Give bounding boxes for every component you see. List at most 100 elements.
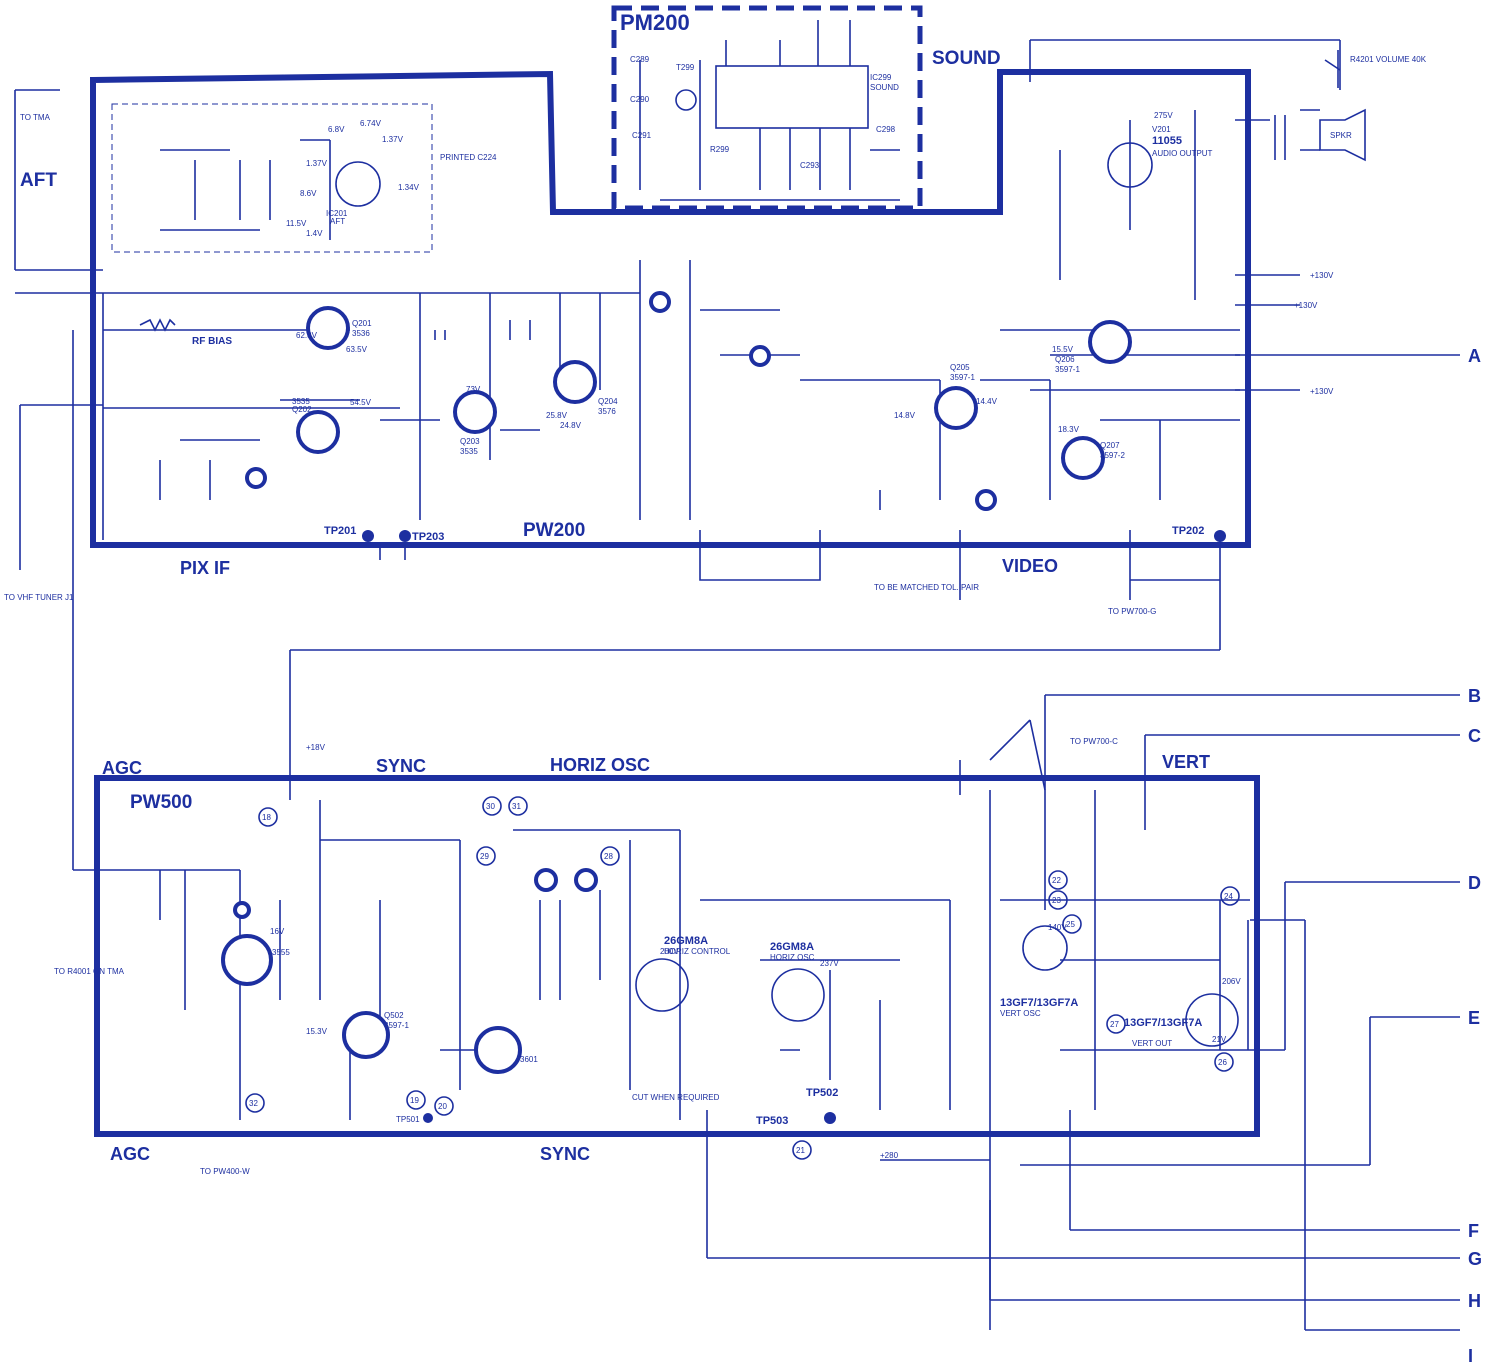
svg-text:22: 22 [1052, 876, 1061, 885]
svg-text:27: 27 [1110, 1020, 1119, 1029]
svg-text:3536: 3536 [352, 329, 370, 338]
svg-text:14.4V: 14.4V [976, 397, 998, 406]
v201-label: V201 [1152, 125, 1171, 134]
svg-text:15.3V: 15.3V [306, 1027, 328, 1036]
diode-cr501a [534, 868, 558, 892]
diode-cr201 [649, 291, 671, 313]
svg-text:26: 26 [1218, 1058, 1227, 1067]
svg-text:C291: C291 [632, 131, 652, 140]
pw500-wiring [110, 719, 1250, 1330]
section-label-horiz-osc: HORIZ OSC [550, 755, 650, 775]
svg-text:Q201: Q201 [352, 319, 372, 328]
edge-label-i: I [1468, 1346, 1473, 1366]
edge-label-h: H [1468, 1291, 1481, 1311]
svg-text:25: 25 [1066, 920, 1075, 929]
svg-text:3535: 3535 [460, 447, 478, 456]
transistor-q203: Q203 3535 [453, 390, 497, 456]
svg-text:32: 32 [249, 1099, 258, 1108]
note-printed: PRINTED C224 [440, 153, 497, 162]
note-to-be-matched: TO BE MATCHED TOL. PAIR [874, 583, 979, 592]
callout-28: 28 [600, 846, 620, 866]
callout-24: 24 [1220, 886, 1240, 906]
note-to-tma: TO TMA [20, 113, 51, 122]
v501a-type: 26GM8A [770, 941, 814, 953]
callout-32: 32 [245, 1093, 265, 1113]
svg-text:29: 29 [480, 852, 489, 861]
note-18v: +18V [306, 743, 326, 752]
section-label-vert: VERT [1162, 752, 1210, 772]
note-130v-b: +130V [1294, 301, 1318, 310]
voltage-labels: 6.74V 1.37V 6.8V 1.34V 11.5V 8.6V 1.37V … [270, 111, 1241, 1044]
transistor-q205: Q205 3597-1 [934, 363, 978, 430]
tp202-dot [1214, 530, 1226, 542]
svg-text:3601: 3601 [520, 1055, 538, 1064]
tp502-dot [824, 1112, 836, 1124]
v201-func: AUDIO OUTPUT [1152, 149, 1213, 158]
section-label-sound: SOUND [932, 48, 1001, 69]
v502a-type: 13GF7/13GF7A [1124, 1017, 1202, 1029]
diode-cr501b [574, 868, 598, 892]
svg-text:18.3V: 18.3V [1058, 425, 1080, 434]
note-rf-bias: RF BIAS [192, 336, 232, 347]
svg-text:1.37V: 1.37V [306, 159, 328, 168]
svg-text:6.8V: 6.8V [328, 125, 345, 134]
note-to-pw700g: TO PW700-G [1108, 607, 1156, 616]
svg-text:8.6V: 8.6V [300, 189, 317, 198]
svg-text:1.4V: 1.4V [306, 229, 323, 238]
svg-text:3535: 3535 [292, 397, 310, 406]
tp202-label: TP202 [1172, 525, 1204, 537]
svg-text:T299: T299 [676, 63, 695, 72]
svg-text:SOUND: SOUND [870, 83, 899, 92]
transistor-q204: Q204 3576 [553, 360, 618, 416]
callout-20: 20 [434, 1096, 454, 1116]
pm200-contents: C289 C290 C291 T299 IC299 SOUND C298 R29… [630, 20, 900, 201]
section-label-pix-if: PIX IF [180, 558, 230, 578]
v501a-func: HORIZ OSC [770, 953, 815, 962]
svg-text:19: 19 [410, 1096, 419, 1105]
transistor-q503: 3601 [474, 1026, 538, 1074]
svg-text:30: 30 [486, 802, 495, 811]
svg-text:C289: C289 [630, 55, 650, 64]
note-speaker: SPKR [1330, 131, 1352, 140]
svg-text:200V: 200V [660, 947, 679, 956]
pw200-wiring [14, 39, 1366, 871]
transistor-q501: 3555 [221, 934, 290, 986]
svg-text:3597-1: 3597-1 [384, 1021, 409, 1030]
edge-label-c: C [1468, 726, 1481, 746]
callout-21: 21 [792, 1140, 812, 1160]
pm200-board-outline [611, 5, 923, 211]
pw500-board-outline [94, 775, 1260, 1137]
callout-19: 19 [406, 1090, 426, 1110]
svg-text:3597-2: 3597-2 [1100, 451, 1125, 460]
edge-label-g: G [1468, 1249, 1482, 1269]
svg-text:C290: C290 [630, 95, 650, 104]
callout-30: 30 [482, 796, 502, 816]
svg-text:1.37V: 1.37V [382, 135, 404, 144]
svg-text:Q207: Q207 [1100, 441, 1120, 450]
svg-text:62.8V: 62.8V [296, 331, 318, 340]
diode-cr203 [975, 489, 997, 511]
svg-text:Q202: Q202 [292, 405, 312, 414]
svg-text:73V: 73V [466, 385, 481, 394]
diode-cr502 [233, 901, 251, 919]
svg-text:15.5V: 15.5V [1052, 345, 1074, 354]
section-label-aft: AFT [20, 170, 57, 191]
v502b-func: VERT OSC [1000, 1009, 1041, 1018]
svg-text:3555: 3555 [272, 948, 290, 957]
v501b-type: 26GM8A [664, 935, 708, 947]
note-volume: R4201 VOLUME 40K [1350, 55, 1427, 64]
svg-text:Q204: Q204 [598, 397, 618, 406]
svg-text:21: 21 [796, 1146, 805, 1155]
board-label-pw500: PW500 [130, 792, 192, 813]
callout-22: 22 [1048, 870, 1068, 890]
svg-text:IC299: IC299 [870, 73, 892, 82]
v502b-type: 13GF7/13GF7A [1000, 997, 1078, 1009]
svg-text:11.5V: 11.5V [286, 219, 307, 228]
tp502-label: TP502 [806, 1087, 838, 1099]
callout-31: 31 [508, 796, 528, 816]
svg-text:275V: 275V [1154, 111, 1173, 120]
svg-text:14.8V: 14.8V [894, 411, 916, 420]
callout-25: 25 [1062, 914, 1082, 934]
section-label-video: VIDEO [1002, 556, 1058, 576]
